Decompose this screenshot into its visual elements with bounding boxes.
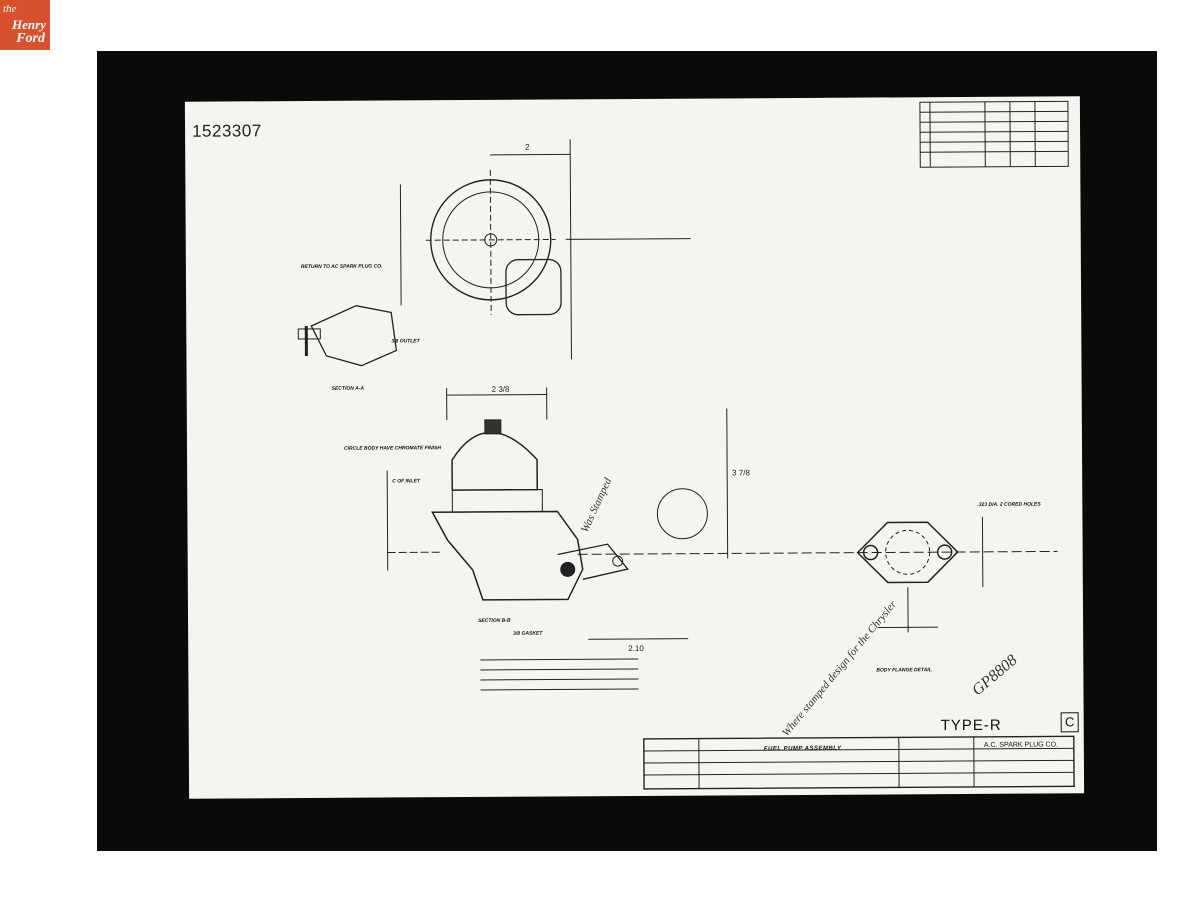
holes-label: .323 DIA. 2 CORED HOLES (977, 501, 1041, 508)
flange-detail-label: BODY FLANGE DETAIL (876, 667, 932, 674)
logo-henry: Henry (12, 17, 46, 32)
dim-height: 3 7/8 (732, 468, 750, 478)
section-aa-fitting (310, 305, 398, 367)
pump-body (431, 510, 584, 601)
logo-the: the (3, 3, 17, 15)
body-flange (856, 521, 959, 584)
dim-top-width: 2 (525, 142, 530, 152)
drawing-number: 1523307 (192, 121, 262, 141)
section-bb-label: SECTION B-B (478, 617, 511, 624)
dim-body-width: 2 3/8 (491, 384, 510, 394)
title-block-title: FUEL PUMP ASSEMBLY (763, 745, 842, 753)
inlet-label: C OF INLET (392, 478, 421, 485)
negative-frame: 1523307 RETURN TO AC SPARK PLUG CO. 3/8 … (97, 51, 1157, 851)
henry-ford-logo: the Henry Ford (0, 0, 50, 50)
return-note: RETURN TO AC SPARK PLUG CO. (300, 263, 383, 271)
title-block-company: A.C. SPARK PLUG CO. (983, 741, 1059, 749)
title-block (643, 735, 1075, 790)
finish-note: CIRCLE BODY HAVE CHROMATE FINISH (343, 445, 441, 452)
outlet-label: 3/8 OUTLET (391, 338, 420, 345)
revision-letter: C (1060, 712, 1079, 733)
diaphragm (451, 489, 543, 513)
blueprint-sheet: 1523307 RETURN TO AC SPARK PLUG CO. 3/8 … (184, 96, 1085, 799)
technical-drawing (297, 100, 1075, 790)
section-aa-label: SECTION A-A (331, 385, 364, 392)
pump-cover (451, 431, 539, 491)
dim-lever: 2.10 (628, 643, 644, 654)
gasket-label: 3/8 GASKET (513, 630, 543, 637)
outlet-boss (505, 258, 562, 316)
type-label: TYPE-R (940, 716, 1002, 735)
logo-ford: Ford (16, 31, 45, 46)
revision-table (919, 100, 1069, 168)
